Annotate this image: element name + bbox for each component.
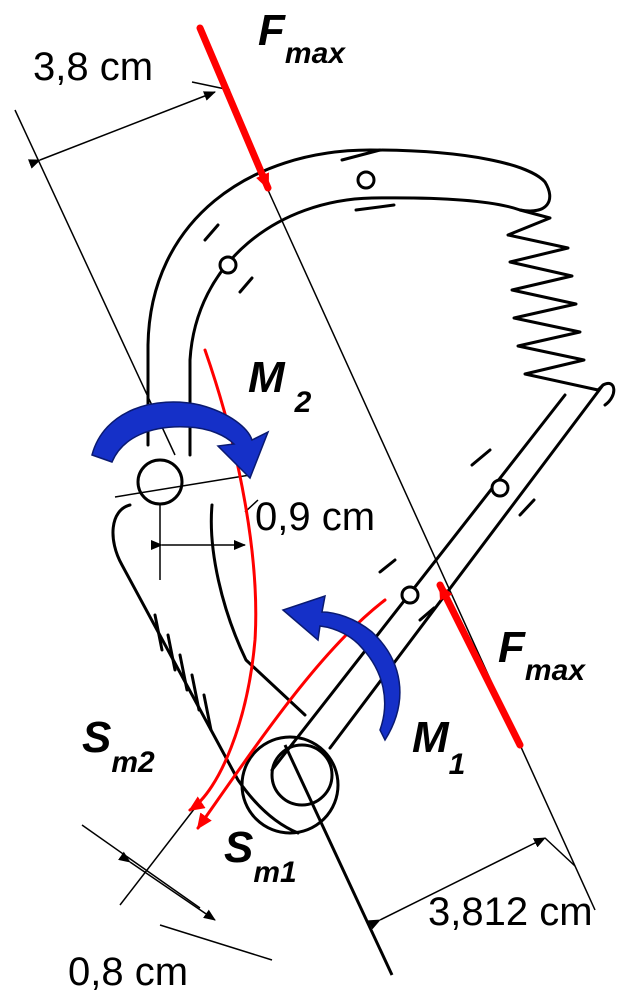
labels: 3,8 cm 0,9 cm 3,812 cm 0,8 cm Fmax Fmax … (33, 6, 593, 992)
dimension-09-label: 0,9 cm (255, 495, 375, 539)
force-arrow-bottom (436, 581, 524, 749)
surface-ticks (203, 148, 536, 622)
upper-pivot-pin (136, 458, 184, 506)
sm1-label: Sm1 (224, 823, 297, 889)
forces (188, 24, 524, 830)
rivet-hole (400, 585, 420, 605)
force-arrow-top (196, 24, 272, 192)
force-bottom-label: Fmax (498, 623, 586, 687)
force-top-label: Fmax (258, 6, 346, 70)
lower-lever-upper-edge (328, 381, 616, 750)
extension-line-left (14, 109, 176, 456)
moments (91, 401, 401, 742)
moment-arrow-m2 (91, 401, 270, 480)
ground-hatching (153, 613, 213, 732)
rivet-hole (490, 478, 510, 498)
spring (506, 208, 605, 392)
dim-line-bottom (367, 837, 546, 930)
dimension-08-label: 0,8 cm (68, 950, 188, 992)
rivet-hole (356, 170, 376, 190)
sm2-label: Sm2 (82, 713, 155, 779)
base-body-inner (209, 503, 307, 717)
dimension-lines (14, 81, 596, 976)
rivets (218, 170, 510, 605)
dimension-top-label: 3,8 cm (33, 45, 153, 89)
lower-pivot-outer (240, 735, 340, 835)
line-of-action-force (267, 189, 596, 911)
upper-arm-inner (188, 196, 522, 457)
lower-lever-lower-edge (270, 393, 567, 772)
mechanism-structure (111, 148, 616, 835)
dim-line-08 (118, 851, 216, 921)
moment-arrow-m1 (281, 594, 401, 742)
dim-line-top (27, 91, 216, 169)
moment-m1-label: M1 (412, 713, 465, 781)
line-of-action-sm1 (196, 598, 387, 830)
base-body (111, 503, 300, 835)
rivet-hole (218, 255, 238, 275)
upper-arm-outer (146, 148, 552, 447)
moment-m2-label: M2 (248, 353, 312, 419)
lever-axis-line (283, 744, 394, 976)
lower-pivot-pin (270, 743, 334, 807)
dimension-bottom-label: 3,812 cm (428, 890, 593, 934)
